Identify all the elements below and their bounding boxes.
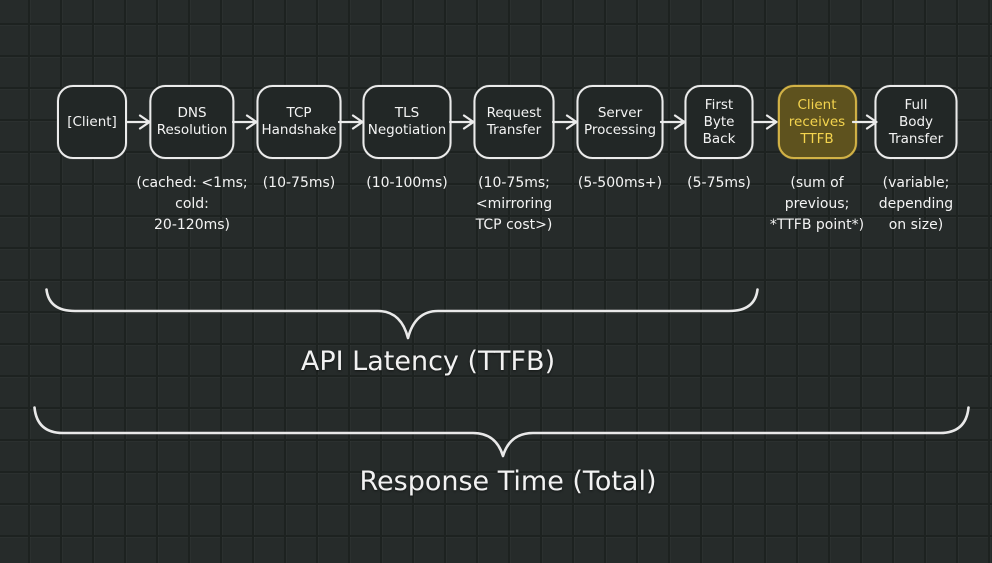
stage-annotation: (10-100ms) (366, 173, 447, 194)
stage-annotation-line: (10-75ms) (262, 175, 336, 191)
stage-box: [Client] (57, 85, 127, 159)
flow-arrow-icon (124, 113, 153, 131)
stage-label-line: First (704, 96, 734, 113)
flow-arrow-icon (751, 113, 780, 131)
stage-annotation-line: TCP cost>) (475, 217, 553, 233)
response-time-brace (33, 406, 970, 462)
stage-annotation-line: (10-75ms; (478, 175, 550, 191)
stage-annotation-line: depending (878, 196, 954, 212)
stage-label-line: Handshake (261, 122, 337, 138)
stage-annotation-line: *TTFB point*) (769, 217, 865, 233)
stage-annotation-line: cold: (175, 196, 209, 212)
api-latency-label: API Latency (TTFB) (300, 346, 556, 377)
stage-label-line: Resolution (156, 122, 228, 138)
stage-label-line: DNS (177, 105, 207, 121)
flow-arrow-icon (551, 113, 580, 131)
stage-label-line: TCP (286, 105, 312, 121)
stage-label-line: Client (797, 96, 837, 113)
stage-annotation-line: (variable; (882, 175, 950, 191)
stage-label-line: Transfer (486, 122, 542, 138)
stage-label-line: Request (486, 105, 542, 121)
stage-label-line: TTFB (800, 130, 834, 147)
stage-label-line: receives (788, 113, 846, 130)
stage-label-line: Body (898, 113, 934, 130)
stage-annotation: (5-500ms+) (578, 173, 662, 194)
stage-annotation: (variable; depending on size) (879, 173, 953, 236)
stage-annotation-line: (10-100ms) (366, 175, 448, 191)
stage-label-line: [Client] (67, 113, 117, 130)
stage-annotation-line: (cached: <1ms; (136, 175, 248, 191)
stage-annotation-line: (sum of (790, 175, 844, 191)
stage-label-line: Server (597, 105, 643, 121)
flow-arrow-icon (448, 113, 477, 131)
flow-arrow-icon (659, 113, 688, 131)
stage-annotation-line: <mirroring (475, 196, 553, 212)
stage-annotation-line: (5-75ms) (687, 175, 751, 191)
stage-client: [Client] (57, 85, 127, 159)
stage-label-line: Negotiation (367, 122, 447, 138)
stage-label-line: Transfer (888, 130, 944, 147)
stage-annotation-line: previous; (784, 196, 850, 212)
stage-label-line: Back (702, 130, 736, 147)
stage-annotation: (10-75ms) (263, 173, 336, 194)
stage-label-line: Byte (703, 113, 735, 130)
stage-annotation: (5-75ms) (687, 173, 751, 194)
stage-annotation-line: 20-120ms) (154, 217, 230, 233)
flow-arrow-icon (851, 113, 880, 131)
stage-label-line: Full (904, 96, 928, 113)
api-latency-brace (45, 288, 759, 344)
stage-annotation: (sum of previous; *TTFB point*) (770, 173, 864, 236)
flow-arrow-icon (337, 113, 366, 131)
stage-annotation-line: on size) (888, 217, 944, 233)
stage-label-line: Processing (583, 122, 657, 138)
flow-arrow-icon (231, 113, 260, 131)
stage-label-line: TLS (394, 105, 420, 121)
stage-annotation-line: (5-500ms+) (577, 175, 663, 191)
stage-annotation: (cached: <1ms; cold: 20-120ms) (136, 173, 247, 236)
response-time-label: Response Time (Total) (359, 466, 657, 497)
